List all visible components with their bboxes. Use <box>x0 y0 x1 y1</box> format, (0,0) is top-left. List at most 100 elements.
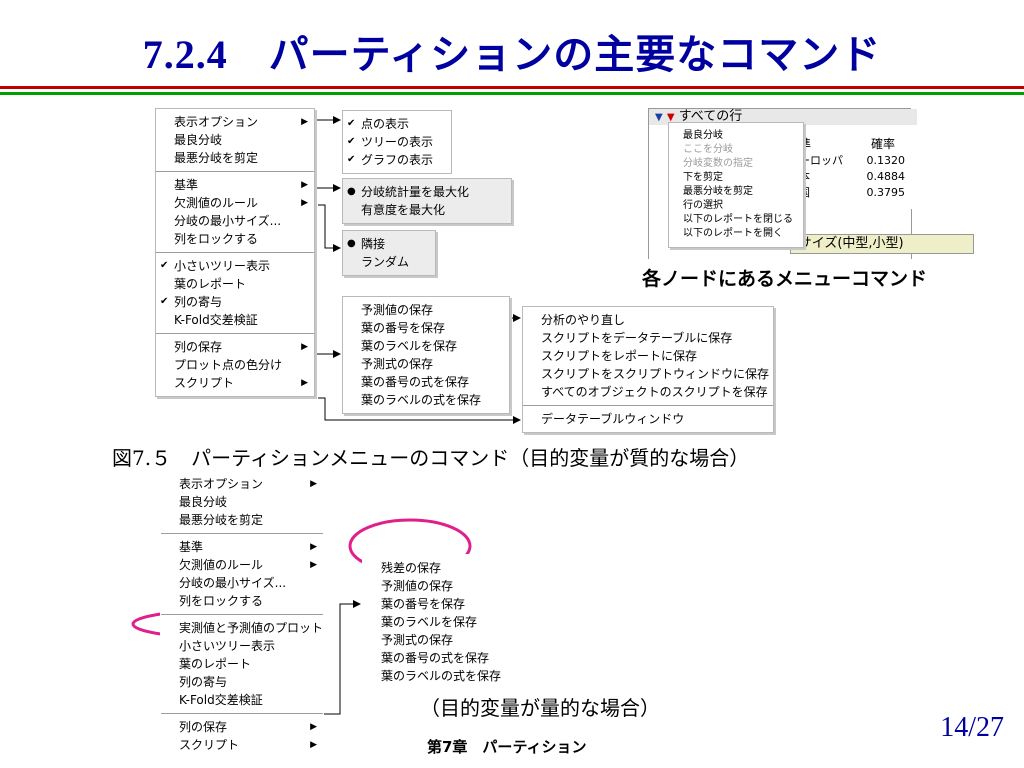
report-row-label: 国 <box>799 186 810 199</box>
menu-item[interactable]: 列の寄与 <box>161 673 323 691</box>
figure-caption: 図7.５ パーティションメニューのコマンド（目的変量が質的な場合） <box>112 446 750 470</box>
menu-section: ✔点の表示✔ツリーの表示✔グラフの表示 <box>343 111 451 173</box>
menu-item[interactable]: 葉のレポート <box>161 655 323 673</box>
title-rule-green <box>0 92 1024 95</box>
menu-item[interactable]: 表示オプション▶ <box>156 113 314 131</box>
report-row-value: 0.1320 <box>866 154 906 167</box>
menu-section: ●分岐統計量を最大化有意度を最大化 <box>343 179 511 223</box>
menu-item[interactable]: 残差の保存 <box>363 559 513 577</box>
menu-item[interactable]: 表示オプション▶ <box>161 475 323 493</box>
menu-item-label: 最良分岐 <box>683 130 723 141</box>
menu-item-label: 葉の番号の式を保存 <box>361 375 470 389</box>
menu-item[interactable]: 分岐の最小サイズ... <box>156 212 314 230</box>
menu-item[interactable]: ✔グラフの表示 <box>343 151 451 169</box>
menu-item[interactable]: ✔小さいツリー表示 <box>156 257 314 275</box>
red-triangle-icon[interactable]: ▼ <box>666 112 675 123</box>
menu-item-label: 最悪分岐を剪定 <box>174 151 259 165</box>
menu-item[interactable]: 予測式の保存 <box>343 355 509 373</box>
menu-item[interactable]: 最良分岐 <box>156 131 314 149</box>
menu-item[interactable]: データテーブルウィンドウ <box>523 410 773 428</box>
child-node-header[interactable]: ▼サイズ(中型,小型) <box>790 234 974 254</box>
script-submenu: 分析のやり直しスクリプトをデータテーブルに保存スクリプトをレポートに保存スクリプ… <box>522 306 774 433</box>
menu-section: 列の保存▶スクリプト▶ <box>161 714 323 758</box>
display-options-submenu: ✔点の表示✔ツリーの表示✔グラフの表示 <box>342 110 452 174</box>
menu-item[interactable]: 列をロックする <box>156 230 314 248</box>
menu-item[interactable]: 行の選択 <box>669 199 803 213</box>
menu-item-label: スクリプトをスクリプトウィンドウに保存 <box>541 367 770 381</box>
menu-item-label: 予測値の保存 <box>361 303 434 317</box>
menu-item[interactable]: スクリプトをデータテーブルに保存 <box>523 329 773 347</box>
menu-item[interactable]: スクリプトをレポートに保存 <box>523 347 773 365</box>
menu-item[interactable]: ●隣接 <box>343 235 435 253</box>
menu-item[interactable]: 最悪分岐を剪定 <box>669 185 803 199</box>
menu-item[interactable]: 最良分岐 <box>669 129 803 143</box>
child-node: ▼サイズ(中型,小型) <box>790 232 974 272</box>
menu-item[interactable]: 基準▶ <box>156 176 314 194</box>
menu-item[interactable]: 最悪分岐を剪定 <box>156 149 314 167</box>
menu-item[interactable]: K-Fold交差検証 <box>161 691 323 709</box>
menu-item[interactable]: 有意度を最大化 <box>343 201 511 219</box>
menu-item[interactable]: 以下のレポートを開く <box>669 227 803 241</box>
menu-item[interactable]: 予測値の保存 <box>363 577 513 595</box>
menu-item-label: スクリプトをデータテーブルに保存 <box>541 331 733 345</box>
column-header-prob: 確率 <box>871 137 896 151</box>
menu-item[interactable]: 葉の番号の式を保存 <box>363 649 513 667</box>
menu-item-label: 下を剪定 <box>683 172 723 183</box>
menu-item[interactable]: 葉のラベルの式を保存 <box>363 667 513 685</box>
radio-dot-icon: ● <box>347 238 356 249</box>
menu-item[interactable]: 予測値の保存 <box>343 301 509 319</box>
menu-item[interactable]: 葉のラベルを保存 <box>343 337 509 355</box>
menu-item-label: データテーブルウィンドウ <box>541 412 685 426</box>
menu-item[interactable]: 実測値と予測値のプロット <box>161 619 323 637</box>
menu-item[interactable]: 最悪分岐を剪定 <box>161 511 323 529</box>
menu-item-label: すべてのオブジェクトのスクリプトを保存 <box>541 385 768 399</box>
menu-item[interactable]: 葉の番号の式を保存 <box>343 373 509 391</box>
menu-item[interactable]: 葉のラベルを保存 <box>363 613 513 631</box>
menu-item-label: ここを分岐 <box>683 144 733 155</box>
menu-item[interactable]: 小さいツリー表示 <box>161 637 323 655</box>
menu-item[interactable]: 葉のレポート <box>156 275 314 293</box>
menu-item[interactable]: 列の保存 ▶ <box>156 338 314 356</box>
submenu-arrow-icon: ▶ <box>301 342 308 352</box>
menu-section: 残差の保存予測値の保存葉の番号を保存葉のラベルを保存予測式の保存葉の番号の式を保… <box>363 555 513 689</box>
menu-item[interactable]: 予測式の保存 <box>363 631 513 649</box>
menu-item[interactable]: 分析のやり直し <box>523 311 773 329</box>
menu-item[interactable]: 最良分岐 <box>161 493 323 511</box>
menu-item[interactable]: ●分岐統計量を最大化 <box>343 183 511 201</box>
menu-item[interactable]: ここを分岐 <box>669 143 803 157</box>
disclosure-triangle-icon[interactable]: ▼ <box>655 112 663 123</box>
menu-item[interactable]: 葉のラベルの式を保存 <box>343 391 509 409</box>
menu-item[interactable]: スクリプト▶ <box>161 736 323 754</box>
menu-item[interactable]: ✔列の寄与 <box>156 293 314 311</box>
menu-item[interactable]: 葉の番号を保存 <box>363 595 513 613</box>
menu-item[interactable]: 分岐の最小サイズ... <box>161 574 323 592</box>
menu-item[interactable]: 基準▶ <box>161 538 323 556</box>
menu-item[interactable]: ✔ツリーの表示 <box>343 133 451 151</box>
menu-item[interactable]: 列をロックする <box>161 592 323 610</box>
menu-item[interactable]: プロット点の色分け <box>156 356 314 374</box>
menu-item[interactable]: 欠測値のルール▶ <box>156 194 314 212</box>
menu-item[interactable]: 葉の番号を保存 <box>343 319 509 337</box>
menu-item[interactable]: 分岐変数の指定 <box>669 157 803 171</box>
menu-item[interactable]: K-Fold交差検証 <box>156 311 314 329</box>
menu-item[interactable]: 以下のレポートを閉じる <box>669 213 803 227</box>
menu-item-label: 最良分岐 <box>179 495 228 509</box>
menu-item[interactable]: スクリプト▶ <box>156 374 314 392</box>
missing-rule-submenu: ●隣接ランダム <box>342 230 436 276</box>
menu-item[interactable]: ランダム <box>343 253 435 271</box>
menu-section: データテーブルウィンドウ <box>523 406 773 432</box>
menu-section: 基準▶欠測値のルール▶ 分岐の最小サイズ... 列をロックする <box>161 534 323 615</box>
menu-item-label: 分岐変数の指定 <box>683 158 753 169</box>
node-report-header[interactable]: ▼ ▼ すべての行 <box>649 109 917 125</box>
menu-item-label: 小さいツリー表示 <box>174 259 271 273</box>
menu-item[interactable]: すべてのオブジェクトのスクリプトを保存 <box>523 383 773 401</box>
menu-item-label: 表示オプション <box>174 115 259 129</box>
menu-item[interactable]: 欠測値のルール▶ <box>161 556 323 574</box>
menu-item[interactable]: スクリプトをスクリプトウィンドウに保存 <box>523 365 773 383</box>
menu-item[interactable]: 列の保存▶ <box>161 718 323 736</box>
menu-item[interactable]: 下を剪定 <box>669 171 803 185</box>
menu-item-label: 分岐の最小サイズ... <box>179 576 287 590</box>
menu-item[interactable]: ✔点の表示 <box>343 115 451 133</box>
menu-item-label: 列の保存 <box>174 340 223 354</box>
